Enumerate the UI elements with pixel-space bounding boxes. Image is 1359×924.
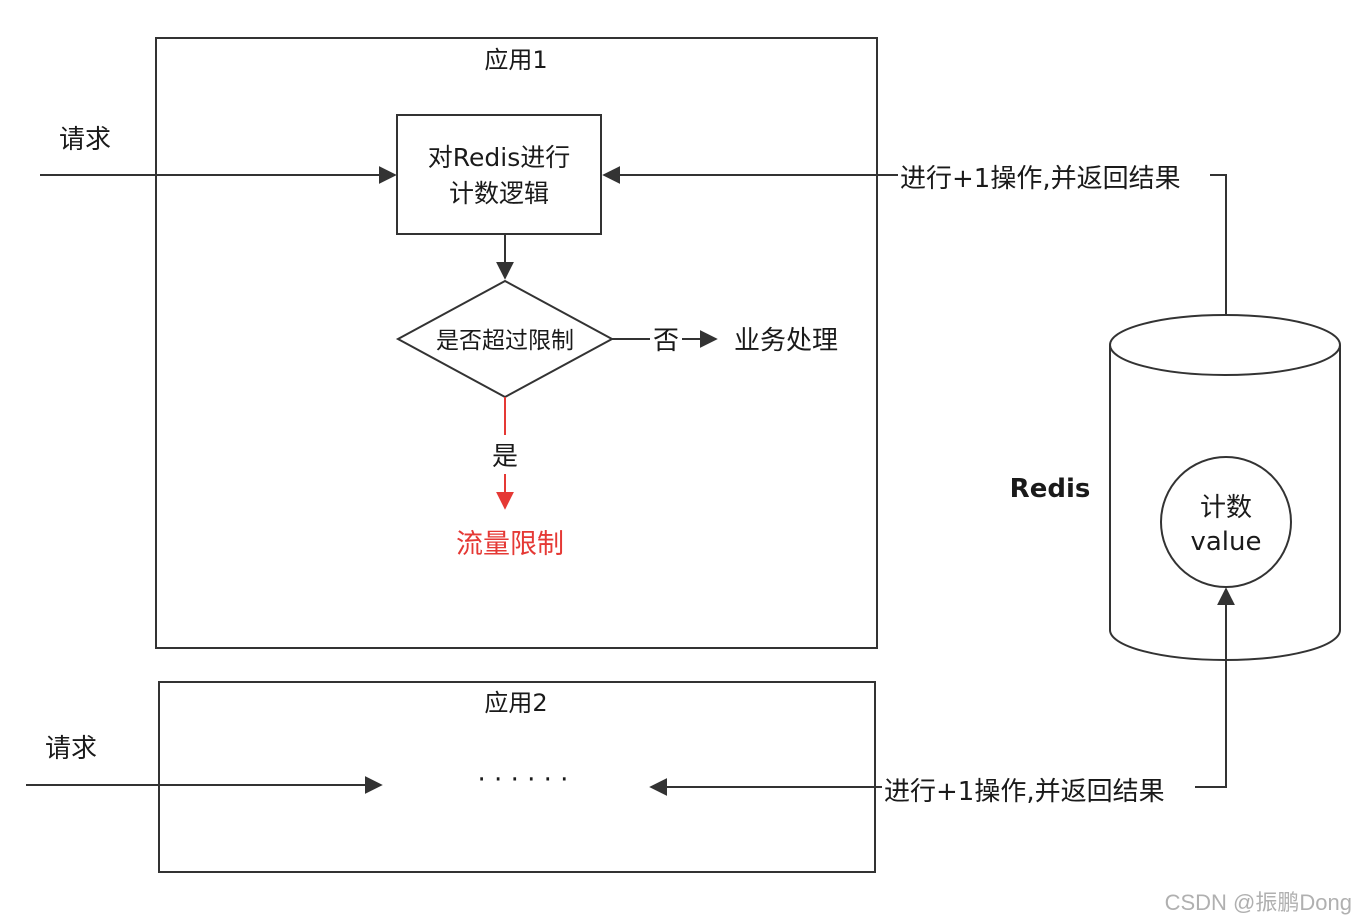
counter-line1: 计数 xyxy=(1200,493,1252,523)
redis-connector-app2 xyxy=(1195,587,1235,788)
counter-value-circle xyxy=(1160,456,1292,588)
redis-op-label-app1: 进行+1操作,并返回结果 xyxy=(900,164,1181,194)
request1-label: 请求 xyxy=(59,125,111,155)
no-label: 否 xyxy=(653,326,679,356)
process-box-line1: 对Redis进行 xyxy=(428,143,570,172)
app2-container xyxy=(158,681,876,873)
yes-label: 是 xyxy=(492,442,518,472)
redis-cylinder-top xyxy=(1109,314,1341,376)
redis-count-process-box xyxy=(396,114,602,235)
business-processing-label: 业务处理 xyxy=(734,326,838,356)
redis-op-label-app2: 进行+1操作,并返回结果 xyxy=(884,777,1165,807)
redis-label: Redis xyxy=(1010,474,1091,504)
decision-label: 是否超过限制 xyxy=(436,328,574,354)
process-box-line2: 计数逻辑 xyxy=(449,179,549,208)
request2-label: 请求 xyxy=(45,734,97,764)
app1-container xyxy=(155,37,878,649)
ellipsis: · · · · · · xyxy=(478,765,569,795)
app1-title: 应用1 xyxy=(484,46,547,74)
app2-title: 应用2 xyxy=(484,689,547,717)
watermark: CSDN @振鹏Dong xyxy=(1165,890,1352,915)
rate-limit-label: 流量限制 xyxy=(456,529,564,560)
counter-line2: value xyxy=(1190,527,1261,557)
